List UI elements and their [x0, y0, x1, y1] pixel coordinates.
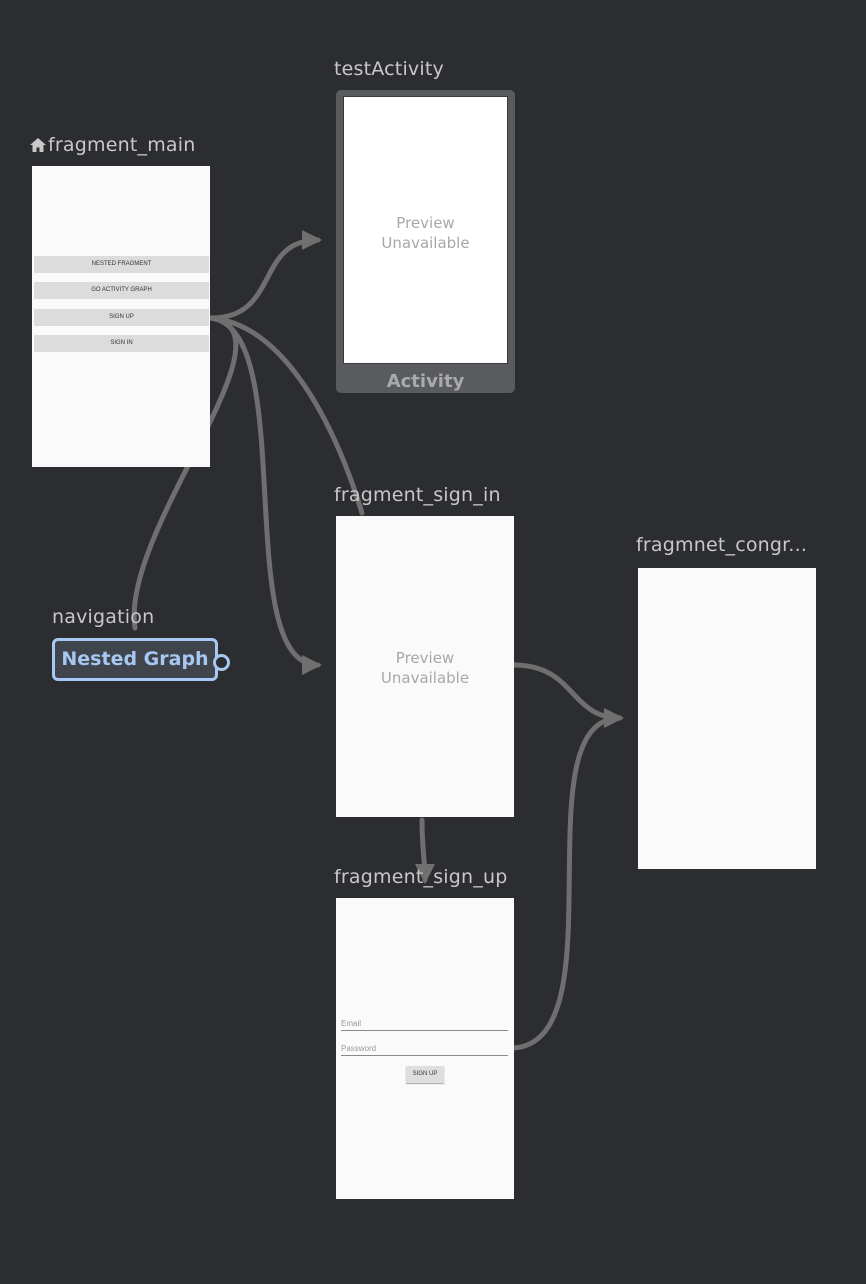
- preview-text-line2: Unavailable: [380, 669, 470, 687]
- fragment-sign-up-label: fragment_sign_up: [334, 866, 508, 888]
- action-sign-in-to-congrats[interactable]: [511, 662, 624, 728]
- email-underline: [341, 1030, 508, 1031]
- go-activity-graph-button[interactable]: GO ACTIVITY GRAPH: [34, 282, 209, 299]
- fragment-sign-in-screen[interactable]: Preview Unavailable: [336, 516, 514, 817]
- preview-text-line2: Unavailable: [381, 234, 470, 252]
- sign-in-button[interactable]: SIGN IN: [34, 335, 209, 352]
- navigation-label: navigation: [52, 606, 155, 628]
- nested-graph-node[interactable]: Nested Graph: [52, 638, 218, 681]
- fragment-main-title: fragment_main: [48, 134, 196, 156]
- activity-footer-label: Activity: [386, 371, 465, 392]
- home-icon: [30, 138, 46, 152]
- action-handle-icon[interactable]: [213, 654, 230, 671]
- action-main-to-sign-in[interactable]: [208, 315, 322, 675]
- fragment-sign-up-screen[interactable]: Email Password SIGN UP: [336, 898, 514, 1199]
- preview-text-line1: Preview: [395, 649, 455, 667]
- fragment-congrats-label: fragmnet_congr...: [636, 534, 808, 556]
- sign-up-submit-button[interactable]: SIGN UP: [406, 1066, 444, 1083]
- fragment-sign-in-label: fragment_sign_in: [334, 484, 501, 506]
- nested-fragment-button[interactable]: NESTED FRAGMENT: [34, 256, 209, 273]
- sign-up-button[interactable]: SIGN UP: [34, 309, 209, 326]
- test-activity-node[interactable]: Preview Unavailable Activity: [336, 90, 515, 393]
- test-activity-label: testActivity: [334, 58, 444, 80]
- password-underline: [341, 1055, 508, 1056]
- action-sign-up-to-congrats[interactable]: [511, 715, 623, 1051]
- preview-text-line1: Preview: [396, 214, 455, 232]
- fragment-main-screen[interactable]: NESTED FRAGMENT GO ACTIVITY GRAPH SIGN U…: [32, 166, 210, 467]
- test-activity-preview: Preview Unavailable: [343, 96, 508, 364]
- fragment-main-label: fragment_main: [30, 134, 195, 156]
- action-main-to-activity[interactable]: [208, 230, 322, 321]
- fragment-congrats-screen[interactable]: [638, 568, 816, 869]
- password-field[interactable]: Password: [341, 1044, 377, 1053]
- email-field[interactable]: Email: [341, 1019, 362, 1028]
